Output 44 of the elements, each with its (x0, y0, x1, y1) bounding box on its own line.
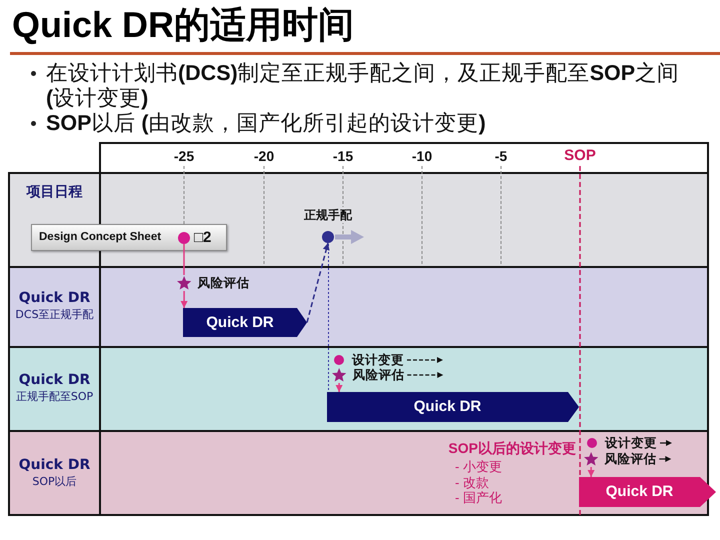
arrow (588, 467, 595, 477)
row-heading: 项目日程 (26, 183, 82, 201)
milestone-label: 正规手配 (304, 207, 352, 223)
phase-bar (183, 308, 307, 337)
tick-label: -25 (174, 148, 194, 164)
phase-bar (579, 477, 716, 507)
event-label: 设计变更 (352, 352, 404, 368)
row-heading: Quick DR (18, 371, 90, 389)
timeline-row (8, 172, 709, 268)
event-label: 风险评估 (197, 275, 250, 291)
row-heading: Quick DR (18, 456, 90, 474)
phase-label: Quick DR (606, 483, 674, 501)
list-item: - 改款 (455, 475, 489, 491)
row-subheading: SOP以后 (32, 474, 77, 490)
phase-bar (327, 392, 579, 422)
list-item: - 国产化 (455, 490, 502, 506)
event-label: 设计变更 (605, 435, 657, 451)
bullet-text: SOP以后 (由改款，国产化所引起的设计变更) (46, 110, 486, 136)
row-subheading: 正规手配至SOP (16, 389, 94, 405)
phase-label: Quick DR (206, 314, 274, 332)
list-item: - 小变更 (455, 459, 502, 475)
arrow (180, 291, 188, 308)
arrow (306, 242, 330, 323)
row-subheading: DCS至正规手配 (15, 307, 94, 323)
dot-icon (178, 232, 190, 244)
timeline-row (8, 266, 709, 348)
phase-label: Quick DR (414, 398, 482, 416)
connector-line (183, 244, 185, 275)
box-label: Design Concept Sheet (39, 230, 162, 245)
note-heading: SOP以后的设计变更 (448, 440, 576, 456)
tick-label: -10 (412, 148, 432, 164)
arrow (336, 383, 343, 392)
box-label: □2 (194, 228, 212, 248)
tick-label: SOP (564, 148, 596, 164)
timeline-row (8, 346, 709, 432)
event-label: 风险评估 (604, 451, 656, 467)
title: Quick DR的适用时间 (12, 3, 354, 47)
document-box (31, 224, 227, 251)
row-heading: Quick DR (18, 289, 90, 307)
tick-label: -15 (332, 148, 354, 164)
bullet-text: 在设计计划书(DCS)制定至正规手配之间，及正规手配至SOP之间(设计变更) (46, 60, 680, 110)
tick-label: -20 (254, 148, 274, 164)
tick-label: -5 (494, 148, 508, 164)
event-label: 风险评估 (352, 367, 404, 383)
